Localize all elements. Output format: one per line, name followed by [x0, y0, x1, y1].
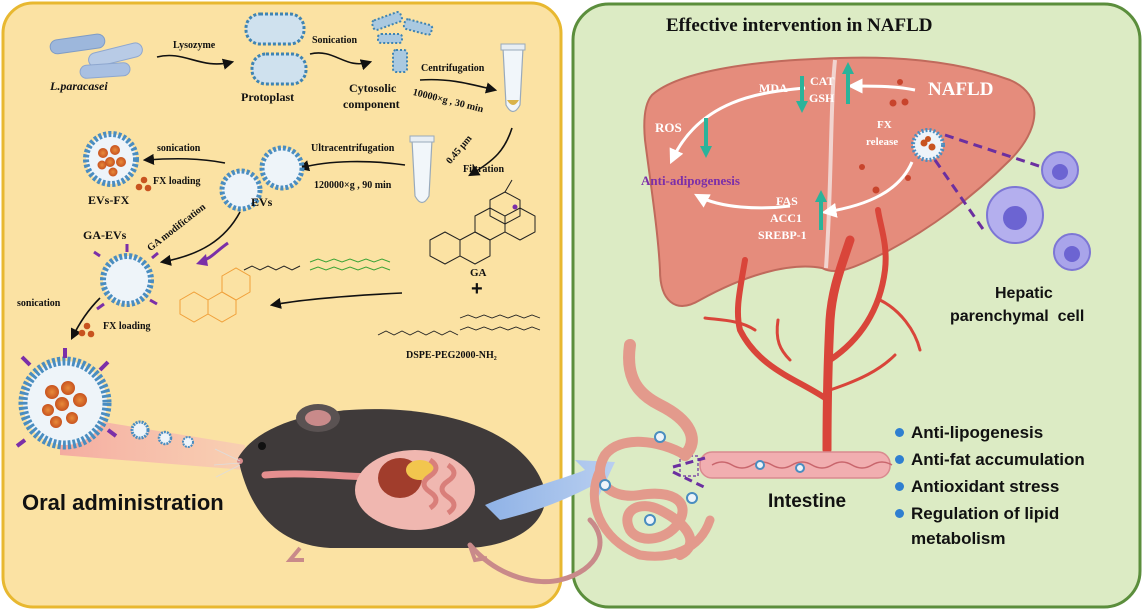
fx-release-label-1: FX	[877, 119, 892, 131]
ga-dspe-conjugate	[179, 258, 391, 323]
arrow-lysozyme	[156, 54, 235, 70]
hepatic-label-1: Hepatic	[995, 285, 1053, 302]
ga-evs-label: GA-EVs	[83, 228, 127, 242]
intestine-tube	[699, 451, 893, 479]
arrow-ga-conjugation	[269, 292, 403, 309]
ga-structure	[429, 179, 536, 265]
evs-label: EVs	[251, 195, 273, 209]
intestine-zoom-box	[679, 455, 699, 477]
connector-intestine	[672, 456, 707, 490]
nafld-label: NAFLD	[928, 79, 994, 100]
ros-label: ROS	[655, 120, 682, 135]
arrow-ultracentrifugation	[297, 160, 406, 172]
sonication-2-label: sonication	[17, 298, 61, 309]
centrifuge-tube-1	[500, 43, 526, 113]
protoplast-label: Protoplast	[241, 90, 295, 104]
fx-loading-1-label: FX loading	[153, 176, 201, 187]
hepatic-label-2: parenchymal cell	[950, 308, 1085, 325]
cycle-arrow-bottom-left	[694, 193, 791, 210]
hepatic-vesicle	[911, 128, 945, 162]
bullet-dot	[895, 428, 904, 437]
dspe-peg-structure	[377, 314, 541, 336]
ga-label: GA	[470, 267, 487, 279]
lysozyme-label: Lysozyme	[173, 40, 216, 51]
arrow-sonication	[309, 52, 373, 71]
cytosolic-fragments	[371, 11, 434, 73]
centrifugation-label: Centrifugation	[421, 63, 485, 74]
gi-vesicles	[599, 431, 805, 526]
ultracentrifugation-condition: 120000×g , 90 min	[314, 180, 392, 191]
right-panel-title: Effective intervention in NAFLD	[666, 15, 933, 36]
intestine-label: Intestine	[768, 491, 847, 512]
ultracentrifugation-label: Ultracentrifugation	[311, 143, 395, 154]
ga-ev-vesicle	[93, 244, 159, 311]
bullet-dot	[895, 509, 904, 518]
bacteria-rods	[49, 33, 143, 79]
ev-fx-vesicle	[83, 131, 139, 187]
fx-dots-1	[135, 176, 152, 192]
sonication-top-label: Sonication	[312, 35, 358, 46]
cytosolic-label-2: component	[343, 97, 400, 111]
acc1-label: ACC1	[770, 211, 802, 225]
centrifuge-tube-2	[409, 135, 435, 204]
mda-label: MDA	[759, 81, 788, 95]
arrow-sonication-2	[70, 297, 101, 341]
outcome-list: Anti-lipogenesis Anti-fat accumulation A…	[893, 419, 1085, 551]
cycle-arrow-top-left	[669, 86, 806, 165]
small-vesicles	[130, 420, 194, 448]
protoplast-graphic	[244, 12, 308, 86]
outcome-item: Antioxidant stress	[893, 473, 1085, 500]
bullet-dot	[895, 455, 904, 464]
arrow-centrifugation	[419, 78, 498, 94]
fas-label: FAS	[776, 194, 798, 208]
outcome-continuation: metabolism	[911, 529, 1006, 548]
gi-tract	[589, 339, 715, 561]
delivery-beam	[60, 415, 245, 470]
arrow-sonication-1	[142, 153, 226, 165]
outcome-item: Anti-lipogenesis	[893, 419, 1085, 446]
mouse-graphic	[213, 404, 603, 585]
sonication-1-label: sonication	[157, 143, 201, 154]
cytosolic-label-1: Cytosolic	[349, 81, 397, 95]
bullet-dot	[895, 482, 904, 491]
evs-fx-label: EVs-FX	[88, 193, 130, 207]
oral-administration-label: Oral administration	[22, 490, 224, 515]
fx-release-label-2: release	[866, 136, 899, 148]
filtration-label: Filtration	[463, 164, 505, 175]
ga-ev-fx-large	[15, 348, 118, 450]
source-label: L.paracasei	[50, 79, 108, 93]
plus-sign: +	[471, 278, 483, 300]
arrow-ga-modification	[159, 211, 241, 266]
fx-loading-2-label: FX loading	[103, 321, 151, 332]
hepatic-cells	[986, 151, 1091, 271]
anti-adipogenesis-label: Anti-adipogenesis	[641, 173, 740, 188]
ev-vesicle	[219, 145, 305, 212]
arrow-filtration	[468, 127, 513, 177]
liver-graphic	[643, 56, 1036, 307]
cycle-arrow-top-right	[847, 78, 916, 94]
gsh-label: GSH	[809, 91, 835, 105]
outcome-item: Anti-fat accumulation	[893, 446, 1085, 473]
dspe-peg-label: DSPE-PEG2000-NH₂	[406, 350, 497, 361]
blood-vessels	[703, 207, 922, 455]
transfer-arrow	[485, 460, 615, 520]
srebp1-label: SREBP-1	[758, 228, 807, 242]
connector-cell-top	[944, 133, 1046, 170]
fx-dots-2	[78, 322, 95, 338]
cat-label: CAT	[810, 74, 835, 88]
cycle-arrow-bottom-right	[821, 161, 914, 218]
